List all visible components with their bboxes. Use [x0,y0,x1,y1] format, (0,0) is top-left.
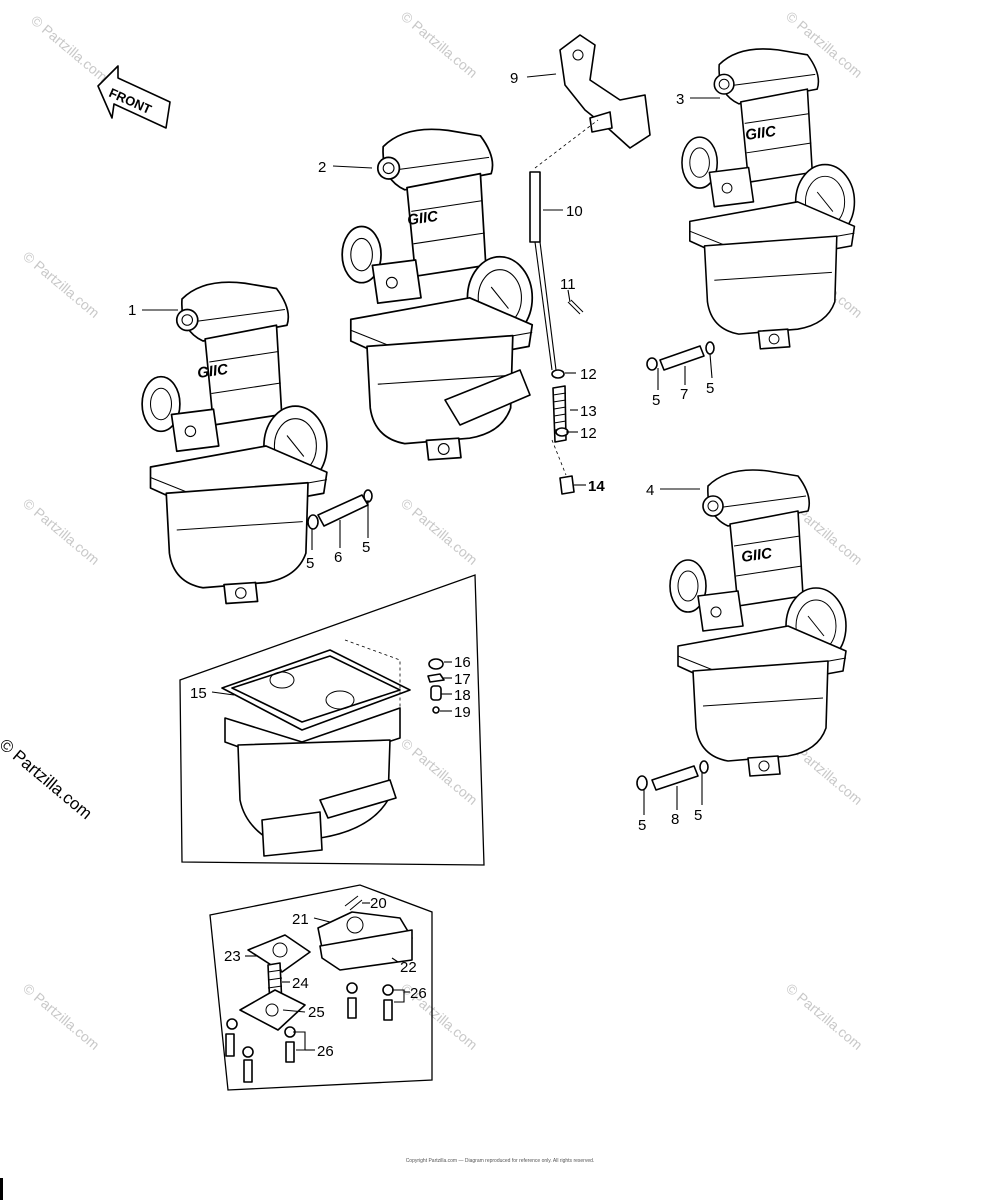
diaphragm-kit [209,884,433,1091]
callout-19: 19 [454,704,471,721]
callout-3: 3 [676,91,684,108]
float-bowl-kit [179,574,485,866]
callout-11: 11 [560,276,576,293]
watermark: © Partzilla.com [28,12,111,85]
callout-12: 12 [580,425,597,442]
callout-5: 5 [362,539,370,556]
callout-1: 1 [128,302,136,319]
callout-6: 6 [334,549,342,566]
carburetor-4: GIIC [669,469,847,777]
leader-lines [142,73,720,1051]
watermark: © Partzilla.com [20,248,103,321]
callout-4: 4 [646,482,654,499]
tube-7 [646,341,715,371]
watermark: © Partzilla.com [20,495,103,568]
callout-5: 5 [638,817,646,834]
carburetor-1: GIIC [141,281,328,605]
footer-fine-print: Copyright Partzilla.com — Diagram reprod… [405,1158,595,1164]
callout-20: 20 [370,895,387,912]
callout-24: 24 [292,975,309,992]
front-arrow: FRONT [97,65,171,129]
callout-21: 21 [292,911,309,928]
callout-5: 5 [652,392,660,409]
callout-15: 15 [190,685,207,702]
part-9-bracket [559,34,651,149]
callout-5: 5 [694,807,702,824]
edge-mark [0,1178,3,1200]
callout-10: 10 [566,203,583,220]
carburetor-3: GIIC [681,48,856,350]
callout-25: 25 [308,1004,325,1021]
carb-logo: GIIC [406,208,440,229]
callout-23: 23 [224,948,241,965]
callout-26: 26 [317,1043,334,1060]
callout-17: 17 [454,671,471,688]
callout-26: 26 [410,985,427,1002]
carb-logo: GIIC [740,545,774,566]
carb-logo: GIIC [196,361,230,382]
callout-5: 5 [306,555,314,572]
carburetor-2: GIIC [341,128,534,461]
callout-9: 9 [510,70,518,87]
callout-14: 14 [588,478,605,495]
callout-5: 5 [706,380,714,397]
callout-7: 7 [680,386,688,403]
carb-logo: GIIC [744,123,778,144]
watermark: © Partzilla.com [783,980,866,1053]
watermark: © Partzilla.com [398,495,481,568]
watermark: © Partzilla.com [20,980,103,1053]
callout-labels: 1 2 3 4 5 5 5 5 5 5 6 7 8 9 10 11 12 13 … [128,70,714,1060]
watermark: © Partzilla.com [398,8,481,81]
tube-8 [636,760,709,791]
watermark: © Partzilla.com [398,735,481,808]
throttle-rod-assembly [529,119,599,495]
callout-18: 18 [454,687,471,704]
callout-13: 13 [580,403,597,420]
callout-8: 8 [671,811,679,828]
callout-2: 2 [318,159,326,176]
callout-16: 16 [454,654,471,671]
callout-12: 12 [580,366,597,383]
callout-22: 22 [400,959,417,976]
